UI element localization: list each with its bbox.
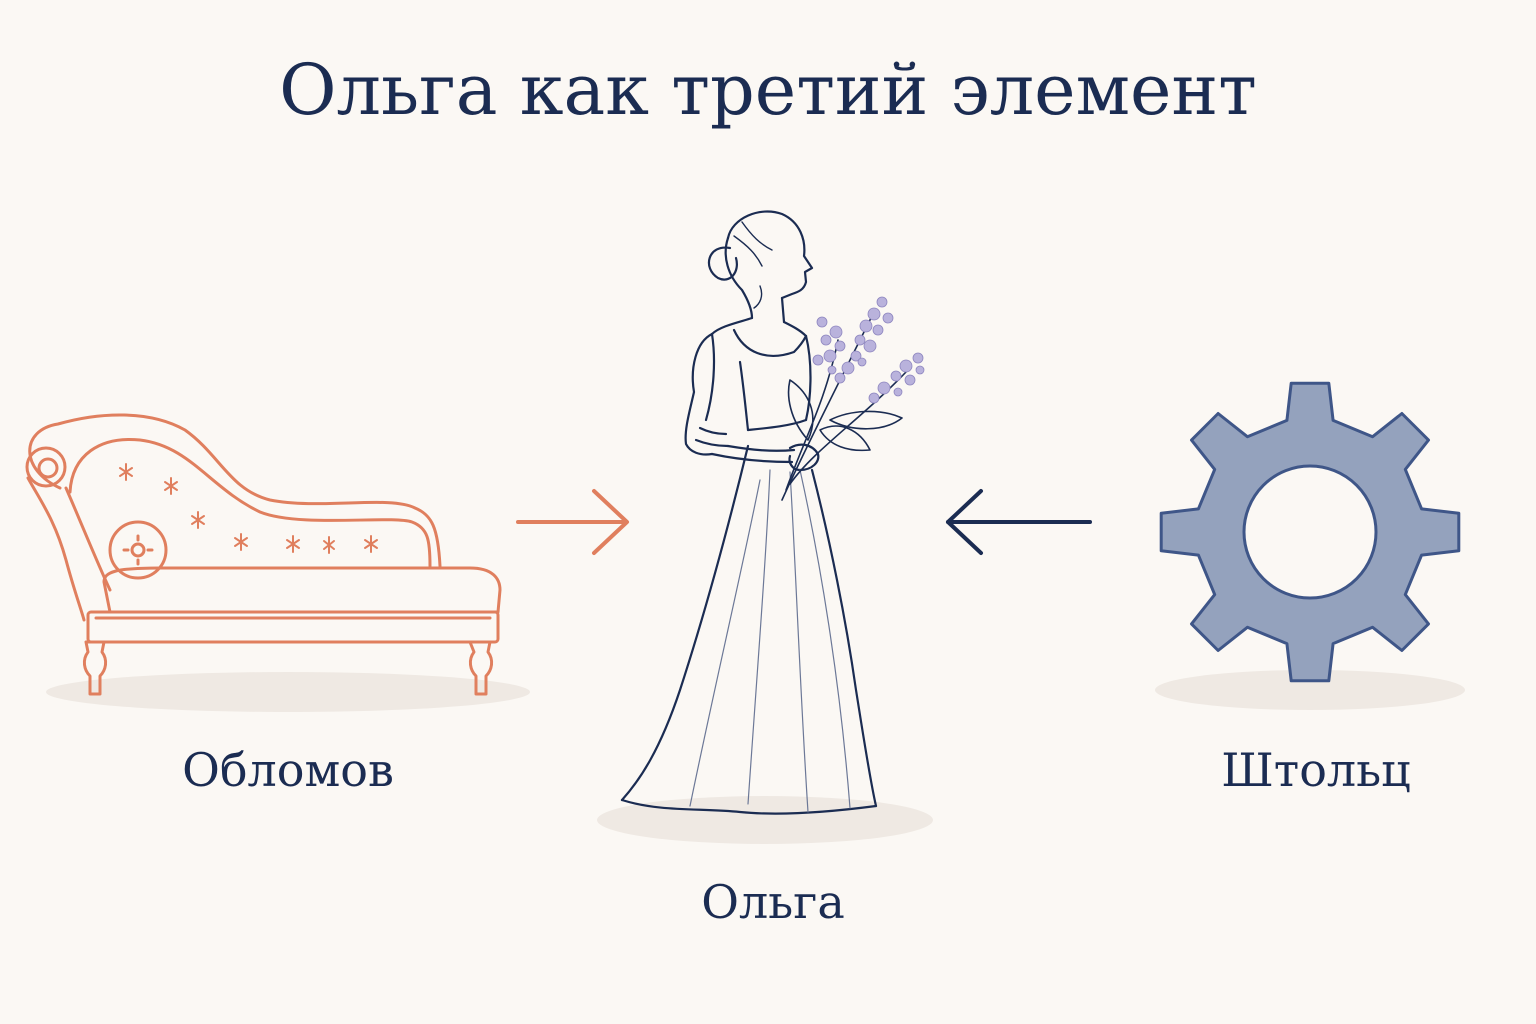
oblomov-shadow [46,672,530,712]
node-label-oblomov: Обломов [182,743,394,797]
arrow-stolz-to-olga [946,489,1092,555]
diagram-title: Ольга как третий элемент [279,49,1257,131]
woman-with-lilac-icon [620,210,907,815]
arrow-oblomov-to-olga [516,489,629,555]
chaise-longue-icon [25,413,502,696]
gear-icon [1159,381,1461,683]
olga-shadow [597,796,933,844]
lilac-blossoms [812,296,925,404]
node-label-stolz: Штольц [1221,743,1411,797]
node-label-olga: Ольга [701,875,845,929]
stolz-shadow [1155,670,1465,710]
